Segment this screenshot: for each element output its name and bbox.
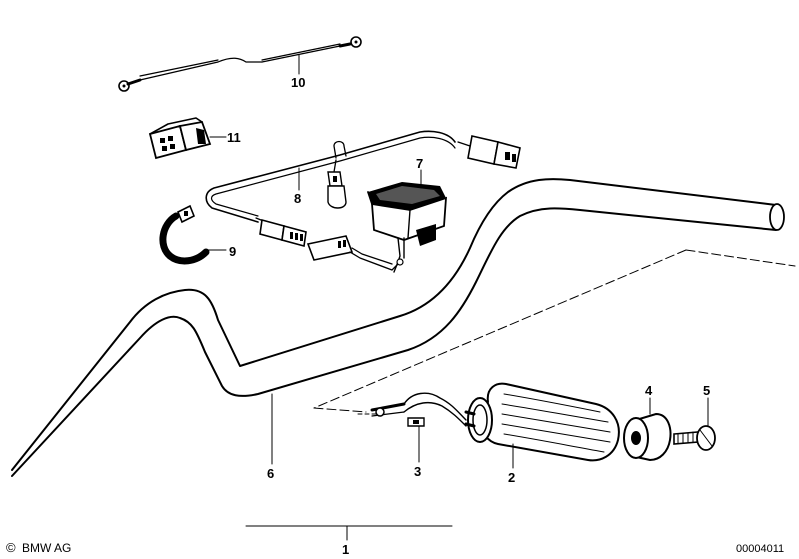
label-part-9: 9 (229, 244, 236, 259)
harness-cable-main-inner (210, 136, 456, 217)
cable-strap (159, 204, 210, 265)
label-part-10: 10 (291, 75, 305, 90)
harness-connector-center (306, 235, 401, 271)
diagram-number: 00004011 (736, 543, 784, 555)
bar-end-weight (623, 412, 672, 462)
handlebar (11, 178, 785, 477)
label-part-1: 1 (342, 542, 349, 557)
harness-plug (327, 159, 347, 209)
part-labels: 10 11 7 8 9 4 5 3 2 6 1 (227, 75, 710, 557)
harness-branch-clip (333, 140, 347, 159)
harness-connector-right (457, 135, 521, 169)
label-part-11: 11 (227, 130, 241, 145)
dashed-guide-lines (313, 249, 796, 415)
copyright-symbol: © (6, 540, 16, 555)
grip-ribs (501, 393, 611, 453)
ground-wire (118, 36, 362, 92)
leader-lines (205, 54, 709, 541)
harness-connector-left-pair (255, 217, 307, 248)
handlebar-end (769, 203, 785, 231)
connector-housing (148, 117, 212, 160)
label-part-7: 7 (416, 156, 423, 171)
label-part-3: 3 (414, 464, 421, 479)
heated-grip (464, 382, 620, 462)
handlebar-lower-outline (11, 207, 777, 477)
harness-cable-main (205, 130, 456, 223)
handlebar-outline (11, 178, 777, 471)
footer: © BMW AG 00004011 (6, 540, 784, 555)
heater-switch (367, 182, 447, 273)
label-part-2: 2 (508, 470, 515, 485)
cable-harness (205, 130, 521, 271)
grip-wiring (370, 392, 467, 427)
label-part-4: 4 (645, 383, 653, 398)
copyright-text: BMW AG (22, 541, 71, 555)
screw (673, 425, 716, 451)
label-part-6: 6 (267, 466, 274, 481)
label-part-8: 8 (294, 191, 301, 206)
label-part-5: 5 (703, 383, 710, 398)
